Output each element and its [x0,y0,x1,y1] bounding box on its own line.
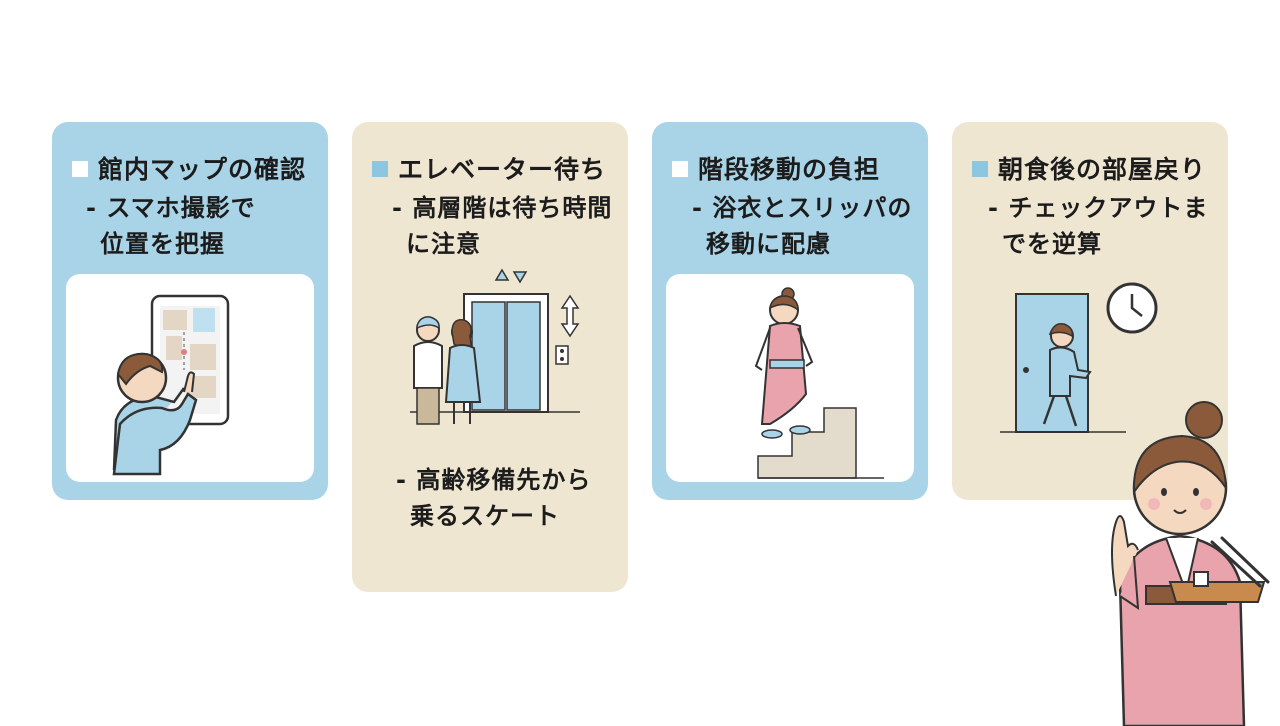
description-line: 乗るスケート [410,502,560,530]
description-line: に注意 [406,230,481,258]
door-icon [1000,282,1158,433]
card-title: 館内マップの確認 [72,150,306,186]
card-title: 階段移動の負担 [672,150,880,186]
card-extra-description: - 高齢移備先から 乗るスケート [396,462,591,534]
tray-icon [1168,536,1270,603]
stairs-icon [754,287,884,479]
bullet-square [972,161,988,177]
description-line: - 高齢移備先から [396,466,592,494]
card-room-return: 朝食後の部屋戻り - チェックアウトま でを逆算 [952,122,1228,500]
card-elevator-wait: エレベーター待ち - 高層階は待ち時間 に注意 - 高齢移備先から 乗るスケート [352,122,628,592]
description-line: - 浴衣とスリッパの [692,194,913,222]
bullet-square [72,161,88,177]
card-map-check: 館内マップの確認 - スマホ撮影で 位置を把握 [52,122,328,500]
guide-woman-with-tray [1111,401,1270,726]
bullet-square [672,161,688,177]
smartphone-map-icon [112,294,230,476]
card-description: - スマホ撮影で 位置を把握 [86,190,256,262]
description-line: でを逆算 [1002,230,1102,258]
up-down-arrow-icon [560,294,580,338]
description-line: - スマホ撮影で [86,194,256,222]
description-line: - チェックアウトま [988,194,1209,222]
description-line: - 高層階は待ち時間 [392,194,613,222]
card-title: エレベーター待ち [372,150,606,186]
card-stairs: 階段移動の負担 - 浴衣とスリッパの 移動に配慮 [652,122,928,500]
clock-icon [1106,282,1158,334]
card-description: - 高層階は待ち時間 に注意 [392,190,612,262]
card-title: 朝食後の部屋戻り [972,150,1206,186]
elevator-icon [410,268,580,425]
bullet-square [372,161,388,177]
description-line: 位置を把握 [100,230,225,258]
illustration-panel [66,274,314,482]
card-description: - 浴衣とスリッパの 移動に配慮 [692,190,912,262]
card-description: - チェックアウトま でを逆算 [988,190,1208,262]
description-line: 移動に配慮 [706,230,831,258]
illustration-panel [666,274,914,482]
